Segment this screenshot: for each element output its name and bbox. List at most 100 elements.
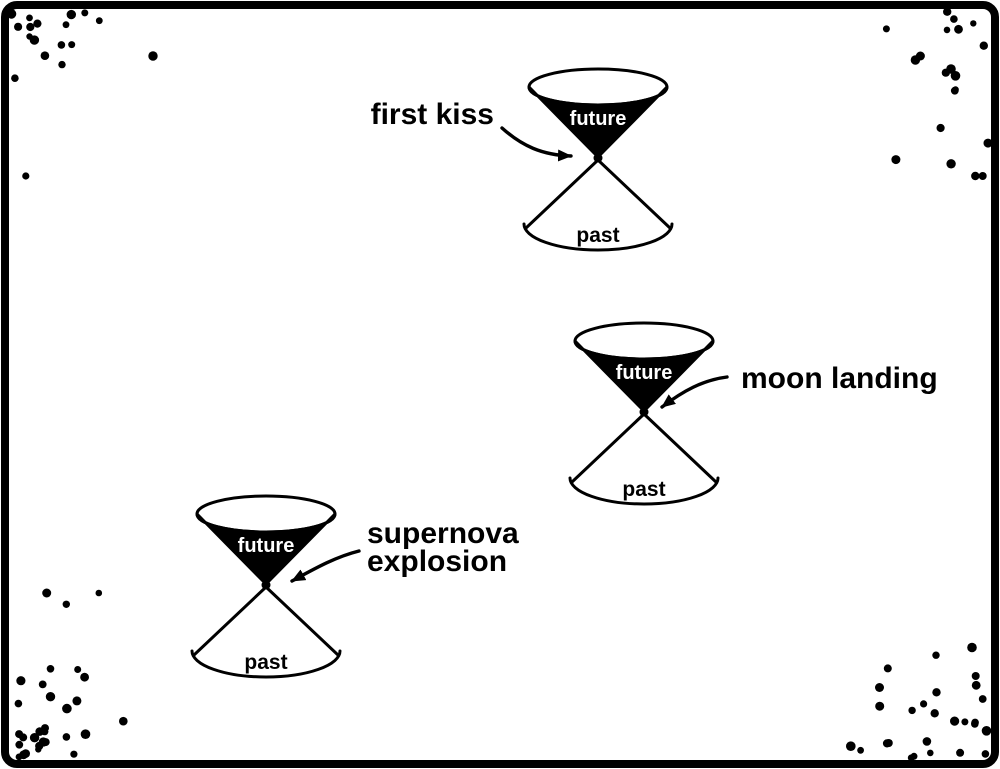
corner-dot	[981, 726, 992, 736]
corner-dot	[62, 703, 72, 714]
corner-dot	[29, 35, 40, 45]
corner-dot	[936, 123, 945, 133]
corner-dot	[95, 17, 103, 25]
corner-dots	[6, 7, 993, 762]
corner-dot	[62, 733, 71, 741]
corner-dot	[95, 589, 103, 597]
corner-dot	[35, 746, 42, 753]
corner-dot	[66, 9, 77, 20]
corner-dot	[80, 729, 91, 739]
future-cone	[573, 339, 715, 413]
corner-dot	[62, 21, 70, 29]
corner-dot	[42, 588, 52, 598]
corner-dot	[14, 22, 23, 31]
corner-dot	[58, 60, 66, 69]
corner-dot	[26, 14, 33, 22]
corner-dot	[35, 727, 44, 736]
future-label: future	[238, 535, 295, 557]
event-label-moon-landing: moon landing	[741, 362, 938, 395]
light-cone-first-kiss: future past	[522, 67, 674, 252]
corner-dot	[967, 642, 977, 653]
corner-dot	[910, 752, 918, 760]
event-point-dot	[639, 407, 649, 417]
arrow-to-supernova-explosion	[290, 549, 361, 583]
corner-dot	[857, 746, 864, 754]
corner-dot	[891, 155, 901, 165]
future-label: future	[570, 108, 627, 130]
event-point-dot	[593, 153, 603, 163]
corner-dot	[922, 737, 932, 746]
corner-dot	[882, 739, 892, 748]
past-cone	[570, 412, 718, 484]
corner-dot	[19, 733, 28, 742]
corner-dot	[927, 749, 934, 757]
corner-dot	[57, 41, 66, 49]
past-label: past	[576, 224, 619, 247]
corner-dot	[961, 718, 969, 726]
corner-dot	[29, 733, 40, 743]
corner-dot	[875, 701, 885, 711]
past-cone	[524, 158, 672, 230]
event-label-supernova-line2: explosion	[367, 545, 507, 578]
corner-dot	[14, 699, 23, 708]
corner-dot	[956, 748, 965, 757]
corner-dot	[954, 24, 963, 34]
event-label-supernova-line1: supernova	[367, 517, 519, 550]
past-label: past	[244, 651, 287, 674]
corner-dot	[26, 22, 35, 32]
corner-dot	[15, 740, 24, 749]
corner-dot	[875, 683, 884, 692]
corner-dot	[882, 25, 890, 33]
corner-dot	[11, 74, 19, 82]
corner-dot	[983, 138, 993, 148]
corner-dot	[80, 672, 89, 682]
corner-dot	[6, 9, 17, 19]
corner-dot	[971, 171, 980, 181]
corner-dot	[920, 700, 928, 708]
light-cone-moon-landing: future past	[568, 321, 720, 506]
corner-dot	[16, 676, 26, 686]
corner-dot	[970, 20, 977, 27]
past-cone-arc	[568, 476, 720, 506]
corner-dot	[81, 9, 89, 17]
corner-dot	[946, 159, 956, 169]
corner-dot	[930, 709, 939, 718]
corner-dot	[950, 86, 959, 95]
corner-dot	[979, 41, 988, 50]
future-cone	[527, 85, 669, 159]
corner-dot	[38, 680, 47, 689]
corner-dot	[950, 716, 960, 726]
corner-dot	[971, 672, 980, 680]
arrow-to-first-kiss	[500, 126, 573, 162]
corner-dot	[19, 750, 28, 760]
corner-dot	[45, 692, 56, 702]
corner-dot	[119, 716, 128, 726]
future-cone	[195, 512, 337, 586]
corner-dot	[33, 19, 42, 28]
corner-dot	[950, 15, 958, 23]
corner-dot	[943, 26, 951, 34]
corner-dot	[932, 688, 941, 697]
past-label: past	[622, 478, 665, 501]
corner-dot	[68, 41, 76, 49]
corner-dot	[943, 7, 952, 16]
corner-dot	[971, 680, 981, 690]
past-cone-arc	[190, 649, 342, 679]
corner-dot	[62, 600, 70, 608]
corner-dot	[978, 695, 987, 703]
corner-dot	[946, 64, 956, 74]
event-label-first-kiss: first kiss	[371, 98, 494, 131]
corner-dot	[971, 720, 979, 728]
corner-dot	[40, 51, 50, 60]
past-cone-arc	[522, 222, 674, 252]
corner-dot	[846, 741, 856, 751]
corner-dot	[978, 172, 987, 180]
corner-dot	[932, 651, 940, 659]
corner-dot	[72, 696, 82, 706]
corner-dot	[38, 737, 48, 747]
corner-dot	[22, 172, 30, 180]
event-point-dot	[261, 580, 271, 590]
corner-dot	[74, 666, 82, 673]
